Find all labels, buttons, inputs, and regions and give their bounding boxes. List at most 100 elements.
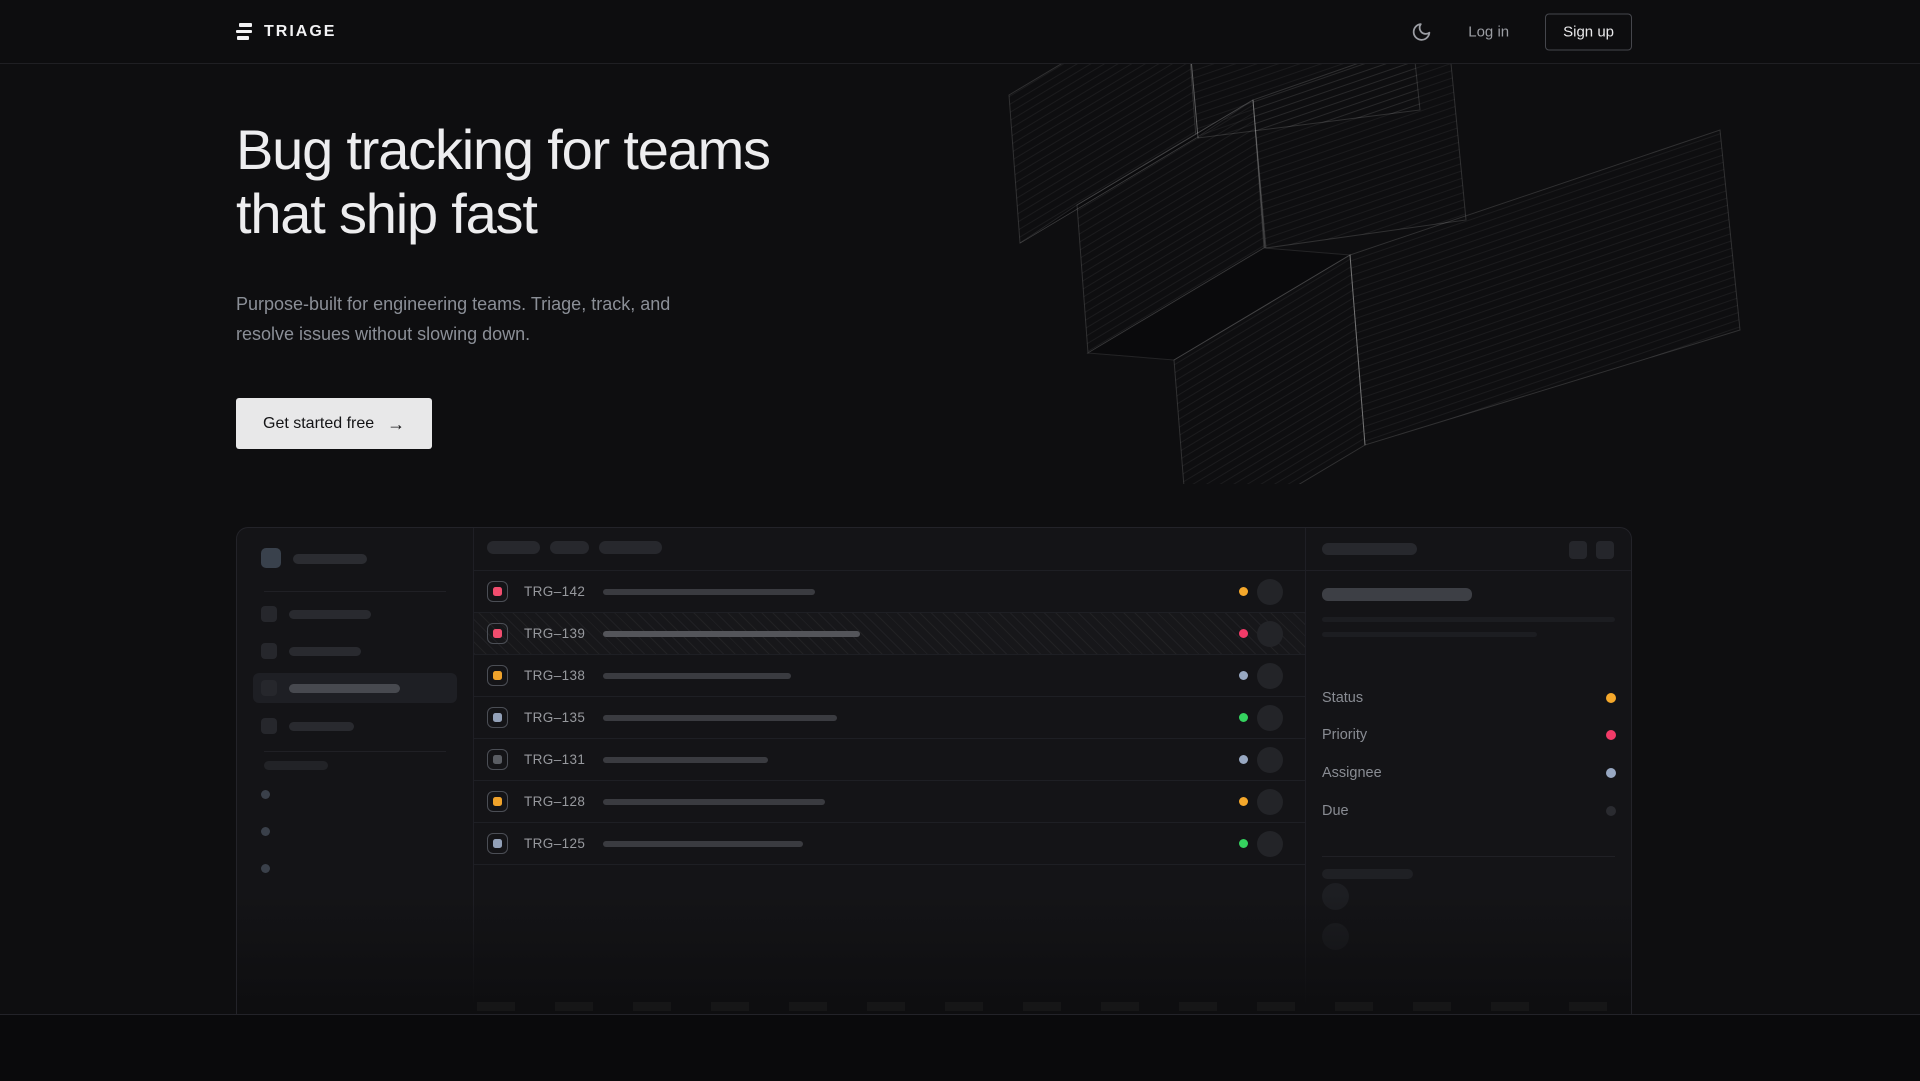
issue-rows: TRG–142 TRG–139 TRG–138 TRG–135 TRG–131 … [474,571,1305,865]
assignee-avatar [1257,830,1283,857]
assignee-avatar [1257,620,1283,647]
issue-id: TRG–125 [524,836,586,851]
workspace-name-skeleton [293,554,367,564]
hero-subtitle-line2: resolve issues without slowing down. [236,324,531,344]
sidebar-nav-item-active [253,673,457,703]
nav-item-label-skeleton [289,609,371,619]
status-dot [1239,755,1248,764]
description-line-skeleton [1322,617,1615,622]
priority-icon [487,581,508,602]
log-in-link[interactable]: Log in [1468,23,1510,40]
issue-title-skeleton [603,798,825,805]
footer-band [0,1014,1920,1081]
issue-title-skeleton [1322,588,1472,601]
top-navigation: TRIAGE Log in Sign up [0,0,1920,64]
toolbar-filter-skeleton [487,541,540,554]
field-value-dot [1606,768,1616,778]
app-preview-card: TRG–142 TRG–139 TRG–138 TRG–135 TRG–131 … [236,527,1632,1014]
hero-title-line1: Bug tracking for teams [236,118,771,181]
panel-field: Priority [1322,725,1616,745]
divider [1322,856,1615,857]
toolbar-filter-skeleton [550,541,589,554]
section-title-skeleton [264,761,328,770]
get-started-label: Get started free [263,414,375,432]
toolbar-filter-skeleton [599,541,662,554]
panel-field-label: Assignee [1322,765,1382,781]
member-dot [261,790,270,799]
brand[interactable]: TRIAGE [236,23,336,41]
panel-field-label: Priority [1322,727,1368,743]
sidebar-nav-item [253,636,457,666]
nav-item-icon [261,680,277,696]
triage-logo-icon [236,23,253,40]
issue-row: TRG–131 [474,739,1305,781]
field-value-dot [1606,806,1616,816]
panel-header [1306,528,1631,571]
issue-title-skeleton [603,840,803,847]
get-started-button[interactable]: Get started free → [236,398,433,449]
issue-title-skeleton [603,630,860,637]
issue-id: TRG–131 [524,752,586,767]
nav-item-label-skeleton [289,721,354,731]
priority-icon [487,623,508,644]
sign-up-button[interactable]: Sign up [1545,13,1632,50]
nav-item-icon [261,643,277,659]
nav-item-label-skeleton [289,646,361,656]
activity-avatar [1322,923,1349,950]
status-dot [1239,671,1248,680]
member-dot [261,864,270,873]
divider [264,751,446,752]
issue-title-skeleton [603,714,837,721]
issue-row: TRG–125 [474,823,1305,865]
field-value-dot [1606,693,1616,703]
issue-row: TRG–128 [474,781,1305,823]
preview-detail-panel: Status Priority Assignee Due [1305,528,1631,1014]
divider [264,591,446,592]
panel-field-label: Due [1322,803,1349,819]
priority-icon [487,833,508,854]
issue-row: TRG–135 [474,697,1305,739]
priority-icon [487,707,508,728]
hero-title-line2: that ship fast [236,182,538,245]
status-dot [1239,629,1248,638]
priority-icon [487,749,508,770]
assignee-avatar [1257,704,1283,731]
priority-icon [487,791,508,812]
nav-actions: Log in Sign up [1411,13,1632,50]
issue-title-skeleton [603,756,768,763]
issue-row: TRG–139 [474,613,1305,655]
description-line-skeleton [1322,632,1537,637]
assignee-avatar [1257,746,1283,773]
issue-id: TRG–139 [524,626,586,641]
priority-icon [487,665,508,686]
preview-sidebar [237,528,474,1014]
member-dot [261,827,270,836]
preview-issue-list: TRG–142 TRG–139 TRG–138 TRG–135 TRG–131 … [474,528,1305,1014]
workspace-avatar [261,548,281,568]
panel-action-button [1596,541,1614,559]
assignee-avatar [1257,662,1283,689]
sidebar-nav-item [253,711,457,741]
issue-id: TRG–142 [524,584,586,599]
status-dot [1239,587,1248,596]
issue-title-skeleton [603,672,791,679]
status-dot [1239,839,1248,848]
issue-title-skeleton [603,588,815,595]
panel-action-button [1569,541,1587,559]
status-dot [1239,797,1248,806]
assignee-avatar [1257,788,1283,815]
panel-field-label: Status [1322,690,1364,706]
background-wireframe-art [1000,0,1770,551]
hero-subtitle: Purpose-built for engineering teams. Tri… [236,289,670,349]
activity-title-skeleton [1322,869,1413,879]
panel-field: Status [1322,688,1616,708]
field-value-dot [1606,730,1616,740]
moon-icon[interactable] [1411,21,1432,42]
nav-item-icon [261,718,277,734]
activity-avatar [1322,883,1349,910]
nav-item-icon [261,606,277,622]
panel-field: Due [1322,801,1616,821]
issue-row: TRG–138 [474,655,1305,697]
hero-subtitle-line1: Purpose-built for engineering teams. Tri… [236,294,671,314]
panel-field: Assignee [1322,763,1616,783]
